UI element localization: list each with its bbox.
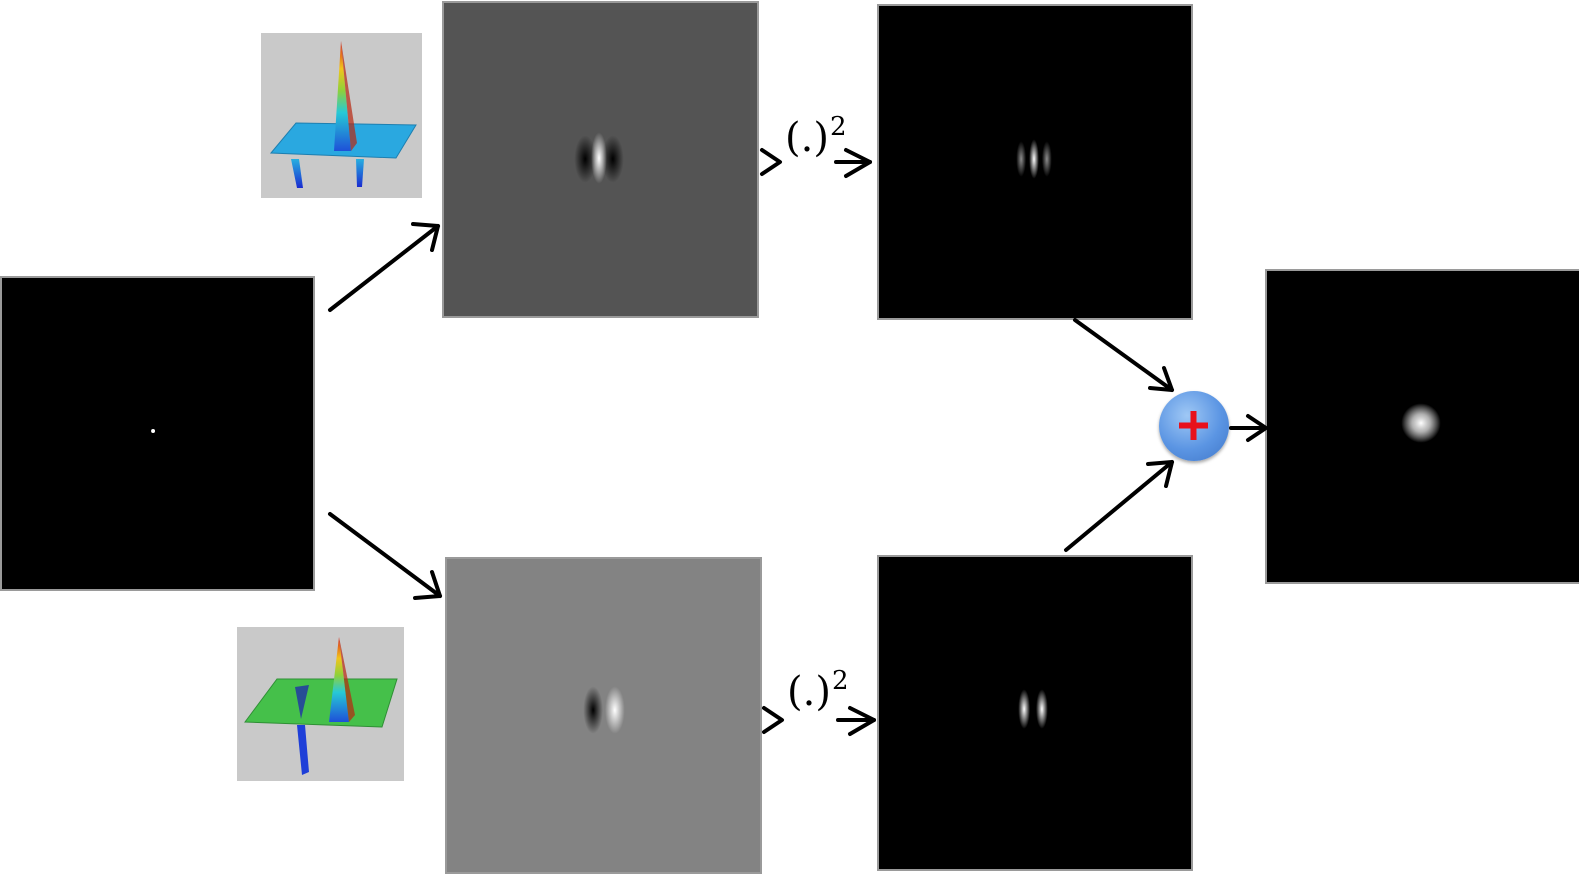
square-operator-exponent: 2 [831,666,849,696]
square-operator-exponent: 2 [829,112,847,142]
squared-odd-response-image [877,555,1193,871]
impulse-dot [151,429,156,434]
arrowhead [760,148,782,176]
square-operator-bottom: (.)2 [787,666,848,715]
odd-filter-response-image [445,557,762,874]
square-operator-base: (.) [787,669,831,715]
energy-output-image [1265,269,1579,584]
arrowhead [1148,366,1174,392]
squared-odd-canvas [879,557,1191,869]
impulse-canvas [2,278,313,589]
odd-gabor-kernel-3d-plot [237,627,404,781]
arrowhead [844,148,872,178]
arrowhead [762,706,784,734]
arrowhead [1146,460,1174,488]
energy-canvas [1267,271,1579,582]
input-impulse-image [0,276,315,591]
arrow-input-to-odd [328,512,442,598]
kernel-plot-bottom [244,637,398,775]
arrowhead [413,570,442,600]
arrow-input-to-even [328,224,440,312]
squared-even-canvas [879,6,1191,318]
sum-node [1159,391,1229,461]
arrow-odd-to-sum [1064,460,1174,552]
arrow-even-to-sum [1073,318,1174,392]
even-filter-response-image [442,1,759,318]
arrowhead [848,706,876,736]
even-response-canvas [444,3,757,316]
arrowhead [1246,414,1268,442]
even-gabor-kernel-3d-plot [261,33,422,198]
square-operator-base: (.) [785,115,829,161]
squared-even-response-image [877,4,1193,320]
kernel-plot-top [269,41,417,188]
odd-response-canvas [447,559,760,872]
arrowhead [411,222,440,252]
plus-icon [1179,411,1208,440]
square-operator-top: (.)2 [785,112,846,161]
